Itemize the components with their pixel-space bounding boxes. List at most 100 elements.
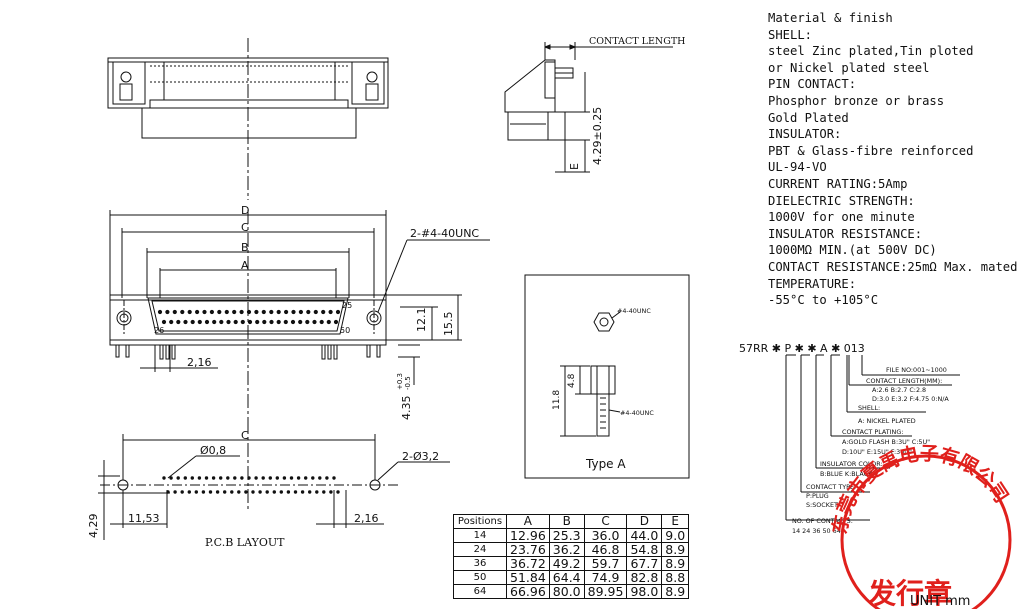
pcb-hole bbox=[197, 476, 202, 480]
pcb-hole bbox=[282, 476, 287, 480]
table-cell: 44.0 bbox=[626, 528, 663, 543]
pcb-dim-2-16: 2,16 bbox=[354, 512, 379, 525]
pin bbox=[183, 319, 188, 325]
table-cell: 46.8 bbox=[583, 542, 628, 557]
pcb-holes-bottom bbox=[166, 490, 340, 494]
pcb-hole bbox=[208, 490, 213, 494]
pin bbox=[240, 319, 245, 325]
table-cell: 50 bbox=[453, 570, 507, 585]
table-header: B bbox=[548, 514, 585, 529]
pcb-hole bbox=[289, 476, 294, 480]
pcb-hole bbox=[261, 476, 265, 480]
pcb-hole bbox=[176, 476, 180, 480]
table-cell: 14 bbox=[453, 528, 507, 543]
pin bbox=[187, 309, 192, 315]
pcb-hole bbox=[325, 476, 329, 480]
pin bbox=[180, 309, 185, 315]
pcb-hole bbox=[187, 490, 192, 494]
dim-4-35: 4.35 bbox=[400, 396, 413, 421]
spec-line: INSULATOR: bbox=[768, 127, 842, 142]
stamp-ring-text: 东莞市夏禹电子有限公司 bbox=[828, 442, 1013, 536]
pin bbox=[176, 319, 181, 325]
pin bbox=[284, 309, 289, 315]
dim-a: A bbox=[241, 259, 249, 272]
pcb-hole bbox=[226, 476, 230, 480]
table-cell: 36.72 bbox=[506, 556, 550, 571]
dim-12-1: 12.1 bbox=[415, 308, 428, 333]
pin bbox=[298, 319, 303, 325]
pcb-hole bbox=[201, 490, 206, 494]
pin bbox=[321, 309, 326, 315]
table-cell: 54.8 bbox=[626, 542, 663, 557]
screw-note: 2-#4-40UNC bbox=[410, 227, 479, 240]
pcb-hole bbox=[183, 476, 188, 480]
pcb-hole bbox=[162, 476, 166, 480]
pin bbox=[239, 309, 244, 315]
pcb-hole bbox=[304, 476, 308, 480]
pin bbox=[219, 319, 224, 325]
stamp-bottom-text: 发行章 bbox=[867, 577, 952, 609]
pcb-hole bbox=[308, 490, 312, 494]
table-cell: 64 bbox=[453, 584, 507, 599]
pin bbox=[254, 309, 259, 315]
pin bbox=[209, 309, 214, 315]
spec-line: SHELL: bbox=[768, 27, 813, 42]
dim-d: D bbox=[241, 204, 249, 217]
pin bbox=[202, 309, 207, 315]
pin bbox=[261, 309, 266, 315]
table-cell: 74.9 bbox=[583, 570, 628, 585]
pin bbox=[169, 319, 174, 325]
table-header: C bbox=[583, 514, 628, 529]
pin bbox=[333, 319, 339, 325]
table-cell: 49.2 bbox=[548, 556, 585, 571]
pin bbox=[161, 319, 167, 325]
table-cell: 8.9 bbox=[661, 584, 690, 599]
dim-4-35-tol-plus: +0.3 bbox=[396, 373, 404, 390]
spec-line: INSULATOR RESISTANCE: bbox=[768, 226, 923, 241]
spec-line: PIN CONTACT: bbox=[768, 77, 857, 92]
table-cell: 66.96 bbox=[506, 584, 550, 599]
pin bbox=[197, 319, 202, 325]
pcb-hole bbox=[173, 490, 177, 494]
pin bbox=[224, 309, 229, 315]
type-a-detail bbox=[524, 274, 690, 479]
pin bbox=[283, 319, 288, 325]
pcb-hole bbox=[279, 490, 283, 494]
pin bbox=[276, 319, 281, 325]
dim-c: C bbox=[241, 221, 249, 234]
part-number-notes: FILE NO:001~1000 CONTACT LENGTH(MM): A:2… bbox=[792, 366, 949, 535]
pn-note: 14 24 36 50 64 bbox=[792, 527, 841, 535]
pin bbox=[190, 319, 195, 325]
dimension-labels: D C B A 2-#4-40UNC 25 26 50 2,16 12.1 15… bbox=[87, 36, 685, 549]
pn-note: A:2.6 B:2.7 C:2.8 bbox=[872, 386, 926, 394]
spec-line: CURRENT RATING:5Amp bbox=[768, 176, 908, 191]
table-cell: 36.2 bbox=[548, 542, 585, 557]
pin-label-25: 25 bbox=[342, 301, 352, 310]
pn-note: CONTACT LENGTH(MM): bbox=[866, 377, 942, 385]
spec-line: UL-94-VO bbox=[768, 160, 827, 175]
table-cell: 67.7 bbox=[626, 556, 663, 571]
pcb-hole bbox=[169, 476, 173, 480]
spec-line: or Nickel plated steel bbox=[768, 60, 930, 75]
pin bbox=[328, 309, 333, 315]
pin bbox=[233, 319, 238, 325]
pin bbox=[326, 319, 331, 325]
part-number-code: 57RR ✱ P ✱ ✱ A ✱ 013 bbox=[739, 342, 865, 355]
pn-note: P:PLUG bbox=[806, 492, 829, 500]
spec-line: -55°C to +105°C bbox=[768, 293, 879, 308]
pin bbox=[226, 319, 231, 325]
pcb-hole bbox=[254, 476, 258, 480]
pn-note: B:BLUE K:BLACK bbox=[820, 470, 873, 478]
table-cell: 24 bbox=[453, 542, 507, 557]
table-cell: 80.0 bbox=[548, 584, 585, 599]
pcb-hole bbox=[311, 476, 315, 480]
pn-note: D:3.0 E:3.2 F:4.75 0:N/A bbox=[872, 395, 949, 403]
type-a-dim-11-8: 11.8 bbox=[552, 390, 562, 410]
pcb-hole bbox=[219, 476, 223, 480]
pin bbox=[172, 309, 177, 315]
type-a-note-bottom: #4-40UNC bbox=[620, 409, 654, 417]
pcb-hole bbox=[272, 490, 276, 494]
pin bbox=[276, 309, 281, 315]
